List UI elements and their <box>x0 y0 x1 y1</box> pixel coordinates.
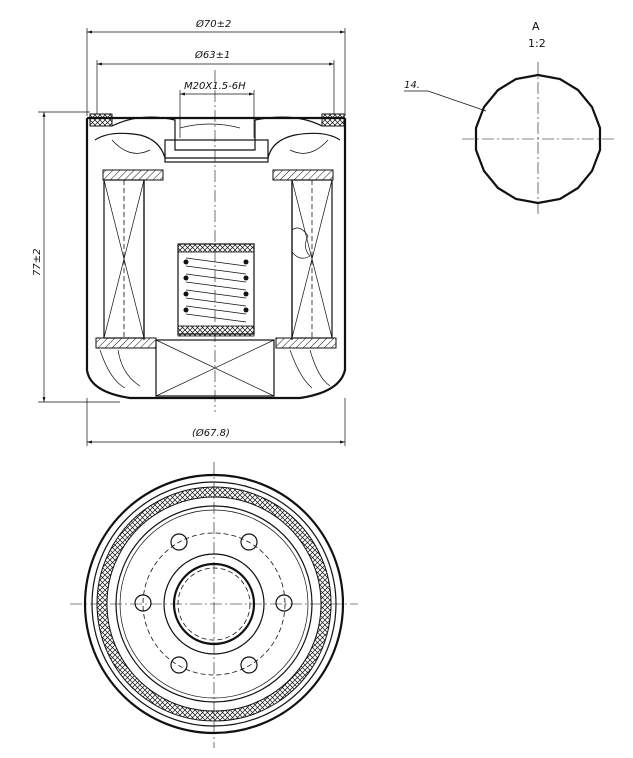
thread-boss <box>164 139 269 163</box>
plan-gasket-ring <box>96 486 332 722</box>
spring-coils <box>183 259 249 313</box>
top-ribs <box>111 123 329 154</box>
gasket-right <box>321 113 345 127</box>
detail-view-a: A 1:2 14. <box>404 20 614 216</box>
dim-inner-diameter: Ø63±1 <box>194 49 230 61</box>
inner-baffle <box>94 132 341 159</box>
callout-leader <box>404 90 487 112</box>
detail-label: A <box>532 20 540 33</box>
dim-body-diameter: (Ø67.8) <box>192 427 230 439</box>
detail-scale: 1:2 <box>528 37 546 50</box>
valve-seat <box>177 325 255 337</box>
top-plate-profile <box>111 116 323 151</box>
upper-endcap-left <box>102 169 164 181</box>
bypass-spring <box>185 257 247 323</box>
media-cross-left <box>103 179 145 339</box>
dim-thread: M20X1.5-6H <box>184 81 246 92</box>
upper-endcap-right <box>272 169 334 181</box>
torn-media-detail <box>291 227 311 259</box>
plan-hole-6 <box>134 594 152 612</box>
plan-hole-5 <box>170 656 188 674</box>
dim-height: 77±2 <box>32 249 43 276</box>
plan-view <box>70 462 358 748</box>
gasket-left <box>89 113 113 127</box>
callout-14: 14. <box>404 80 420 91</box>
section-view: Ø70±2 Ø63±1 M20X1.5-6H 77±2 (Ø67.8) <box>32 18 347 446</box>
bottom-block-cross <box>155 339 275 397</box>
bottom-spring-plate <box>99 349 331 389</box>
lower-endcap-right <box>275 337 337 349</box>
plan-hole-2 <box>240 533 258 551</box>
bypass-valve-housing <box>177 243 255 335</box>
plan-hole-1 <box>170 533 188 551</box>
dim-outer-diameter: Ø70±2 <box>195 18 231 30</box>
lower-endcap-left <box>95 337 157 349</box>
plan-hole-3 <box>275 594 293 612</box>
plan-hole-4 <box>240 656 258 674</box>
media-cross-right <box>291 179 333 339</box>
valve-cap <box>177 243 255 253</box>
